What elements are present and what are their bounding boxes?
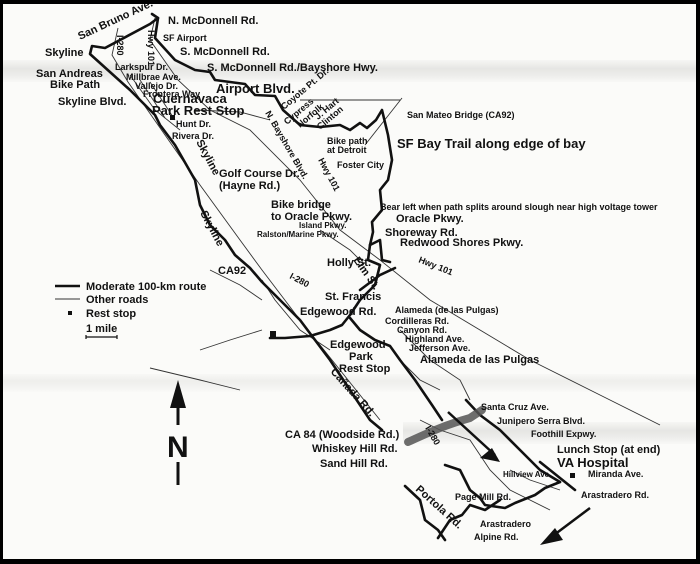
label-millbrae: Millbrae Ave. — [126, 72, 181, 82]
label-skyline-top: Skyline — [45, 47, 84, 59]
label-canyon: Canyon Rd. — [397, 325, 447, 335]
label-san-andreas-2: Bike Path — [50, 79, 100, 91]
label-s-mcdonnell-bayshore: S. McDonnell Rd./Bayshore Hwy. — [207, 62, 378, 74]
label-edgewood-2: Park — [349, 351, 374, 363]
label-va-hospital: VA Hospital — [557, 455, 629, 470]
lunch-stop-va — [570, 473, 575, 478]
label-alpine: Alpine Rd. — [474, 532, 519, 542]
label-cuernavaca-1: Cuernavaca — [153, 91, 227, 106]
map-labels: San Bruno Ave. N. McDonnell Rd. Hwy 101 … — [36, 4, 661, 542]
label-bike-path-1: Bike path — [327, 136, 368, 146]
direction-arrow-south-east — [447, 411, 500, 462]
label-shoreway: Shoreway Rd. — [385, 227, 458, 239]
label-edgewood-3: Rest Stop — [339, 363, 391, 375]
label-sf-airport: SF Airport — [163, 33, 207, 43]
label-whiskey: Whiskey Hill Rd. — [312, 443, 398, 455]
label-vallejo: Vallejo Dr. — [135, 81, 178, 91]
rest-stop-edgewood — [270, 331, 276, 337]
label-hwy101-low: Hwy 101 — [417, 255, 454, 278]
label-hwy101-top: Hwy 101 — [146, 30, 156, 66]
label-bear-left: Bear left when path splits around slough… — [380, 202, 658, 212]
label-santa-cruz: Santa Cruz Ave. — [481, 402, 549, 412]
label-cordilleras: Cordilleras Rd. — [385, 316, 449, 326]
label-edgewood-1: Edgewood — [330, 339, 386, 351]
label-island: Island Pkwy. — [299, 221, 346, 230]
label-bike-path-2: at Detroit — [327, 145, 367, 155]
legend-route-label: Moderate 100-km route — [86, 281, 206, 293]
compass-label: N — [167, 431, 189, 464]
label-alameda-pulgas: Alameda de las Pulgas — [420, 354, 539, 366]
label-edgewood-rd: Edgewood Rd. — [300, 306, 376, 318]
label-larkspur: Larkspur Dr. — [115, 62, 168, 72]
label-redwood-shores: Redwood Shores Pkwy. — [400, 237, 523, 249]
label-foster-city: Foster City — [337, 160, 384, 170]
label-bike-bridge-1: Bike bridge — [271, 199, 331, 211]
label-foothill: Foothill Expwy. — [531, 429, 596, 439]
label-frontera: Frontera Way — [143, 89, 200, 99]
label-rivera: Rivera Dr. — [172, 131, 214, 141]
map-paper: N Moderate 100-km route Other roads Rest… — [3, 4, 696, 559]
label-i280-mid: I-280 — [288, 271, 311, 289]
label-arastradero: Arastradero — [480, 519, 532, 529]
scan-artifact — [3, 60, 696, 82]
label-oracle: Oracle Pkwy. — [396, 213, 464, 225]
label-skyline-mid: Skyline — [193, 138, 222, 178]
label-san-mateo-bridge: San Mateo Bridge (CA92) — [407, 110, 515, 120]
label-alameda-paren: Alameda (de las Pulgas) — [395, 305, 499, 315]
legend-rest-label: Rest stop — [86, 308, 136, 320]
label-n-mcdonnell: N. McDonnell Rd. — [168, 15, 258, 27]
legend: Moderate 100-km route Other roads Rest s… — [55, 281, 206, 339]
legend-scale-label: 1 mile — [86, 323, 117, 335]
label-hillview: Hillview Ave. — [503, 470, 551, 479]
label-hunt: Hunt Dr. — [176, 119, 211, 129]
label-sf-bay-trail: SF Bay Trail along edge of bay — [397, 136, 586, 151]
main-route — [88, 12, 577, 542]
label-arastradero-rd: Arastradero Rd. — [581, 490, 649, 500]
scale-bar — [85, 335, 118, 339]
direction-arrow-south-west — [540, 507, 591, 545]
other-roads — [111, 17, 661, 511]
label-cuernavaca-2: Park Rest Stop — [152, 103, 245, 118]
label-golf-2: (Hayne Rd.) — [219, 180, 280, 192]
label-ca84: CA 84 (Woodside Rd.) — [285, 429, 400, 441]
label-s-mcdonnell: S. McDonnell Rd. — [180, 46, 270, 58]
label-airport-blvd: Airport Blvd. — [216, 81, 295, 96]
legend-rest-swatch — [68, 311, 72, 315]
label-ca92: CA92 — [218, 265, 246, 277]
label-junipero: Junipero Serra Blvd. — [497, 416, 585, 426]
route-map: N Moderate 100-km route Other roads Rest… — [36, 4, 661, 545]
north-arrow-icon: N — [167, 380, 189, 485]
label-san-andreas-1: San Andreas — [36, 68, 103, 80]
rest-stop-cuernavaca — [170, 115, 175, 120]
label-bike-bridge-2: to Oracle Pkwy. — [271, 211, 352, 223]
legend-roads-label: Other roads — [86, 294, 148, 306]
label-page-mill: Page Mill Rd. — [455, 492, 511, 502]
label-i280-top: I-280 — [115, 35, 125, 56]
label-st-francis: St. Francis — [325, 291, 381, 303]
label-jefferson: Jefferson Ave. — [409, 343, 470, 353]
label-miranda: Miranda Ave. — [588, 469, 643, 479]
label-ralston: Ralston/Marine Pkwy. — [257, 230, 339, 239]
label-holly: Holly St. — [327, 257, 371, 269]
label-lunch: Lunch Stop (at end) — [557, 444, 661, 456]
label-highland: Highland Ave. — [405, 334, 464, 344]
label-skyline-blvd: Skyline Blvd. — [58, 96, 126, 108]
label-sand-hill: Sand Hill Rd. — [320, 458, 388, 470]
label-golf-1: Golf Course Dr. — [219, 168, 300, 180]
